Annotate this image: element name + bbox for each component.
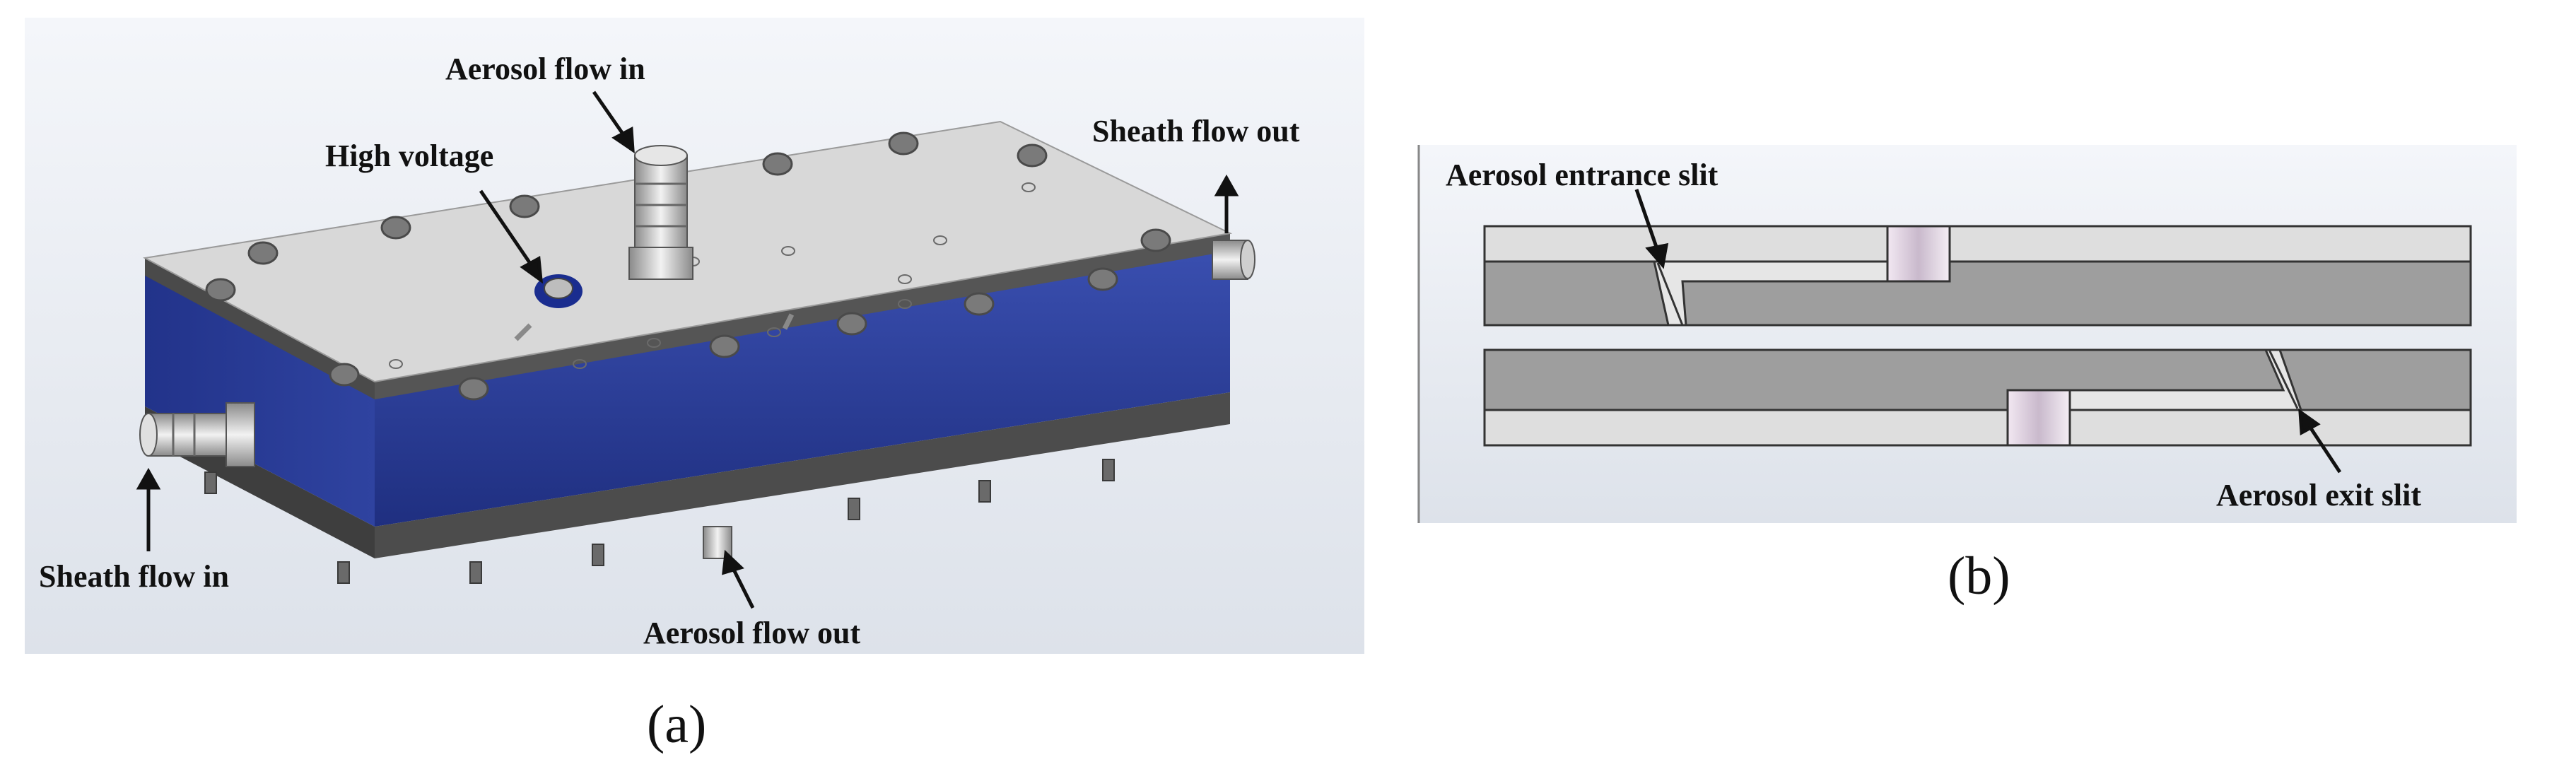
panel-a-arrows bbox=[136, 90, 1239, 609]
blue-body-front bbox=[145, 272, 375, 527]
screw-heads bbox=[205, 131, 1171, 401]
top-plate-edge-front bbox=[145, 258, 375, 399]
blue-body-side bbox=[375, 247, 1230, 527]
slot-left bbox=[514, 323, 532, 341]
label-sheath-flow-out: Sheath flow out bbox=[1092, 114, 1300, 148]
label-aerosol-entrance-slit: Aerosol entrance slit bbox=[1446, 158, 1719, 192]
entrance-slit-line bbox=[1656, 262, 1684, 326]
label-aerosol-exit-slit: Aerosol exit slit bbox=[2216, 478, 2421, 512]
caption-a: (a) bbox=[647, 695, 706, 754]
panel-b-arrows bbox=[1634, 189, 2342, 474]
bottom-bolts bbox=[204, 459, 1115, 584]
panel-a: Aerosol flow in High voltage Sheath flow… bbox=[25, 18, 1364, 654]
upper-insert bbox=[1886, 225, 1951, 283]
lower-light-plate bbox=[1483, 409, 2472, 447]
label-aerosol-flow-out: Aerosol flow out bbox=[643, 616, 861, 650]
lower-insert bbox=[2006, 389, 2071, 447]
slot-right bbox=[782, 313, 795, 330]
panel-b-background bbox=[1417, 145, 2517, 523]
label-high-voltage: High voltage bbox=[325, 139, 493, 173]
sheath-outlet-fitting bbox=[1212, 240, 1255, 280]
sheath-inlet-fitting bbox=[139, 402, 255, 467]
top-plate-edge-side bbox=[375, 233, 1230, 399]
label-aerosol-flow-in: Aerosol flow in bbox=[445, 52, 645, 86]
upper-gray-plate bbox=[1483, 260, 2472, 327]
small-holes bbox=[389, 182, 1036, 369]
lower-assembly bbox=[1483, 348, 2472, 447]
label-sheath-flow-in: Sheath flow in bbox=[39, 559, 229, 594]
high-voltage-connector-cap bbox=[544, 278, 573, 299]
lower-gray-plate bbox=[1483, 348, 2472, 411]
exit-slit-line bbox=[2268, 349, 2299, 409]
caption-b: (b) bbox=[1948, 546, 2010, 606]
panel-b: Aerosol entrance slit Aerosol exit slit bbox=[1417, 145, 2517, 523]
upper-light-plate bbox=[1483, 225, 2472, 263]
aerosol-inlet-fitting bbox=[628, 145, 693, 280]
upper-assembly bbox=[1483, 225, 2472, 327]
bottom-plate-side bbox=[375, 392, 1230, 558]
